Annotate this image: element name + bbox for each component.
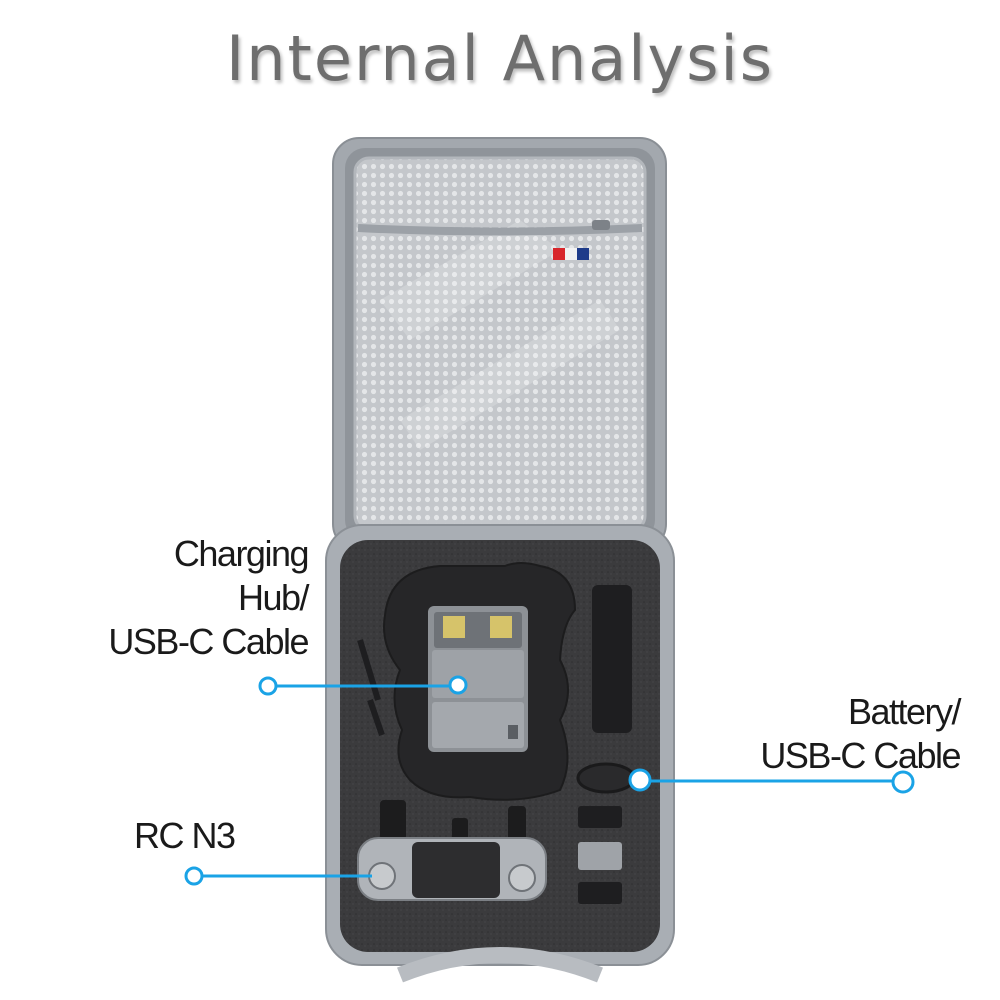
zipper-pull-icon: [592, 220, 610, 230]
callout-line: Battery/: [847, 691, 962, 732]
cable-coil: [576, 762, 636, 794]
callout-connector-charging: [258, 676, 450, 696]
mesh-sheen: [380, 220, 620, 450]
callout-line: USB-C Cable: [108, 621, 309, 662]
charging-hub: [428, 606, 528, 752]
callout-connector-battery: [628, 768, 915, 794]
callout-label-charging-hub: Charging Hub/ USB-C Cable: [100, 532, 310, 664]
callout-label-rc: RC N3: [134, 814, 254, 858]
battery-slot: [578, 842, 622, 870]
battery-slot: [578, 882, 622, 904]
case-base: [325, 524, 675, 983]
cable-slot: [592, 585, 632, 733]
callout-label-battery: Battery/ USB-C Cable: [740, 690, 962, 778]
callout-line: USB-C Cable: [760, 735, 961, 776]
battery-slot: [578, 806, 622, 828]
rc-controller: [357, 800, 547, 901]
callout-line: Charging: [173, 533, 310, 574]
page-title: Internal Analysis: [225, 22, 775, 95]
tricolor-tag-icon: [553, 248, 589, 260]
callout-connector-rc: [184, 866, 372, 886]
case-lid: [332, 137, 667, 551]
callout-line: Hub/: [237, 577, 310, 618]
callout-line: RC N3: [134, 815, 236, 856]
